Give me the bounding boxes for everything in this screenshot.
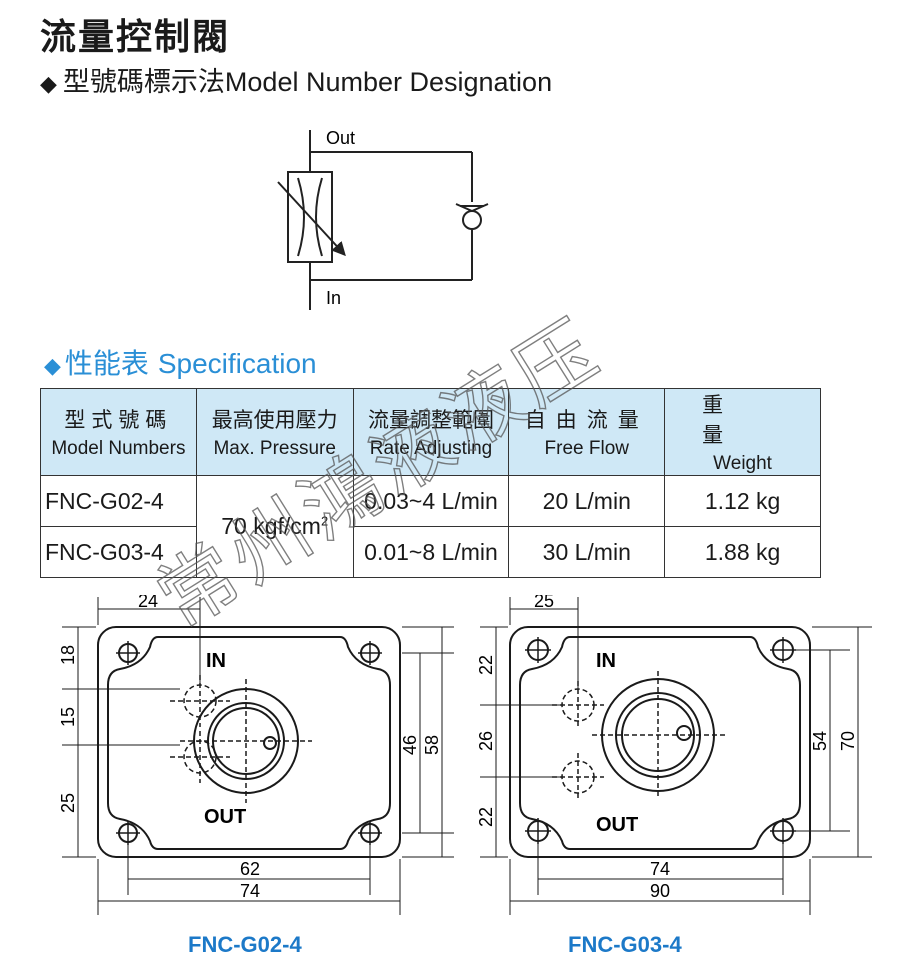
dim-bottom-outer: 74 xyxy=(240,881,260,901)
port-out-label: OUT xyxy=(596,814,638,836)
dim-bottom-inner: 74 xyxy=(650,859,670,879)
port-out-label: OUT xyxy=(204,806,246,828)
drawing-fnc-g02-4: IN OUT 24 18 15 25 46 58 62 74 xyxy=(60,595,454,915)
cell-weight: 1.88 kg xyxy=(664,526,821,578)
dim-right-outer: 58 xyxy=(422,735,442,755)
cell-model: FNC-G02-4 xyxy=(40,475,197,527)
dim-left-1: 22 xyxy=(478,655,496,675)
cell-rate: 0.01~8 L/min xyxy=(352,526,510,578)
dim-bottom-outer: 90 xyxy=(650,881,670,901)
dim-left-3: 25 xyxy=(60,793,78,813)
subtitle-zh: 型號碼標示法 xyxy=(62,67,225,98)
symbol-in-label: In xyxy=(326,288,341,308)
spec-heading-zh: 性能表 xyxy=(64,347,149,380)
dim-top: 24 xyxy=(138,595,158,611)
cell-weight: 1.12 kg xyxy=(664,475,821,527)
diamond-bullet-icon: ◆ xyxy=(44,354,61,379)
cell-rate: 0.03~4 L/min xyxy=(352,475,510,527)
diamond-bullet-icon: ◆ xyxy=(40,72,57,97)
dim-left-2: 15 xyxy=(60,707,78,727)
port-in-label: IN xyxy=(596,650,616,672)
dim-left-1: 18 xyxy=(60,645,78,665)
dim-bottom-inner: 62 xyxy=(240,859,260,879)
cell-free-flow: 20 L/min xyxy=(508,475,666,527)
table-row: FNC-G03-4 0.01~8 L/min 30 L/min 1.88 kg xyxy=(40,526,821,578)
caption-fnc-g03-4: FNC-G03-4 xyxy=(568,932,682,957)
subtitle-en: Model Number Designation xyxy=(224,67,553,97)
dim-right-inner: 54 xyxy=(810,731,830,751)
symbol-out-label: Out xyxy=(326,128,355,148)
page-title: 流量控制閥 xyxy=(40,17,231,58)
port-in-label: IN xyxy=(206,650,226,672)
spec-heading: ◆性能表 Specification xyxy=(44,342,317,382)
cell-model: FNC-G03-4 xyxy=(40,526,197,578)
dim-right-inner: 46 xyxy=(400,735,420,755)
spec-heading-en: Specification xyxy=(157,348,317,379)
dim-left-2: 26 xyxy=(478,731,496,751)
dim-right-outer: 70 xyxy=(838,731,858,751)
cell-free-flow: 30 L/min xyxy=(508,526,666,578)
hydraulic-symbol: Out In xyxy=(277,128,489,310)
caption-fnc-g02-4: FNC-G02-4 xyxy=(188,932,302,957)
table-row: FNC-G02-4 70 kgf/cm2 0.03~4 L/min 20 L/m… xyxy=(40,475,821,578)
page-subtitle: ◆型號碼標示法Model Number Designation xyxy=(40,60,552,99)
cell-pressure: 70 kgf/cm2 xyxy=(195,475,354,578)
dim-left-3: 22 xyxy=(478,807,496,827)
drawing-fnc-g03-4: IN OUT 25 22 26 22 54 70 74 90 xyxy=(478,595,872,915)
dim-top: 25 xyxy=(534,595,554,611)
